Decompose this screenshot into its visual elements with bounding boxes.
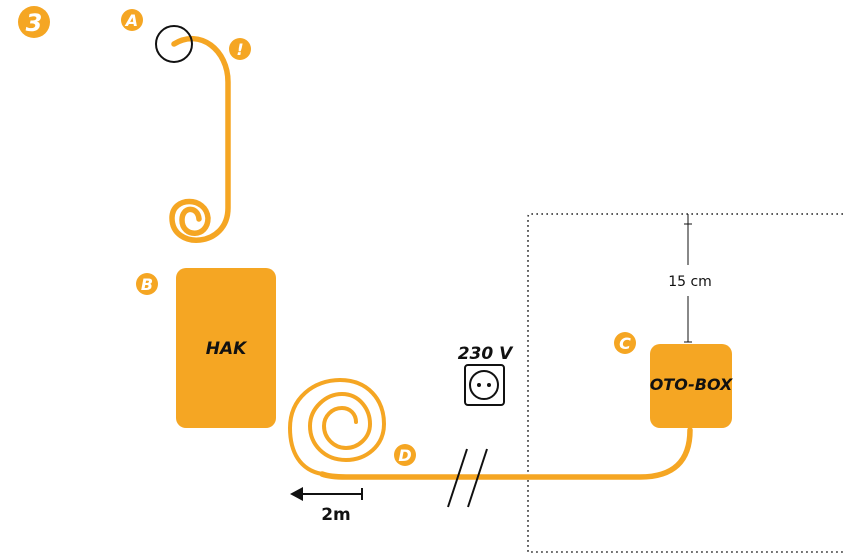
spacing-label: 15 cm [668, 274, 712, 290]
svg-text:B: B [141, 275, 153, 294]
oto-box-label: OTO-BOX [650, 375, 733, 394]
spacing-dimension: 15 cm [668, 214, 712, 343]
power-socket: 230 V [458, 344, 514, 406]
step-number: 3 [26, 9, 43, 37]
socket-voltage-label: 230 V [458, 344, 514, 364]
warning-icon: ! [236, 40, 243, 59]
cable-break-icon [447, 448, 488, 508]
marker-b: B [136, 273, 158, 295]
cable-coil [287, 377, 387, 476]
svg-text:D: D [398, 446, 411, 465]
marker-d: D [394, 444, 416, 466]
hak-box: HAK [176, 268, 276, 428]
installation-zone-outline [527, 213, 843, 553]
marker-c: C [614, 332, 636, 354]
step-badge: 3 [18, 6, 50, 38]
length-indicator: 2m [290, 487, 363, 525]
marker-a: A [121, 9, 143, 31]
power-socket-icon [464, 364, 505, 406]
svg-text:C: C [619, 334, 631, 353]
hak-label: HAK [206, 339, 248, 359]
wall-entry-icon [155, 25, 193, 63]
bottom-cable [319, 427, 693, 480]
svg-text:A: A [124, 11, 138, 30]
warning-badge: ! [229, 38, 251, 60]
top-cable [169, 35, 231, 243]
length-label: 2m [321, 505, 351, 525]
oto-box: OTO-BOX [650, 344, 733, 428]
